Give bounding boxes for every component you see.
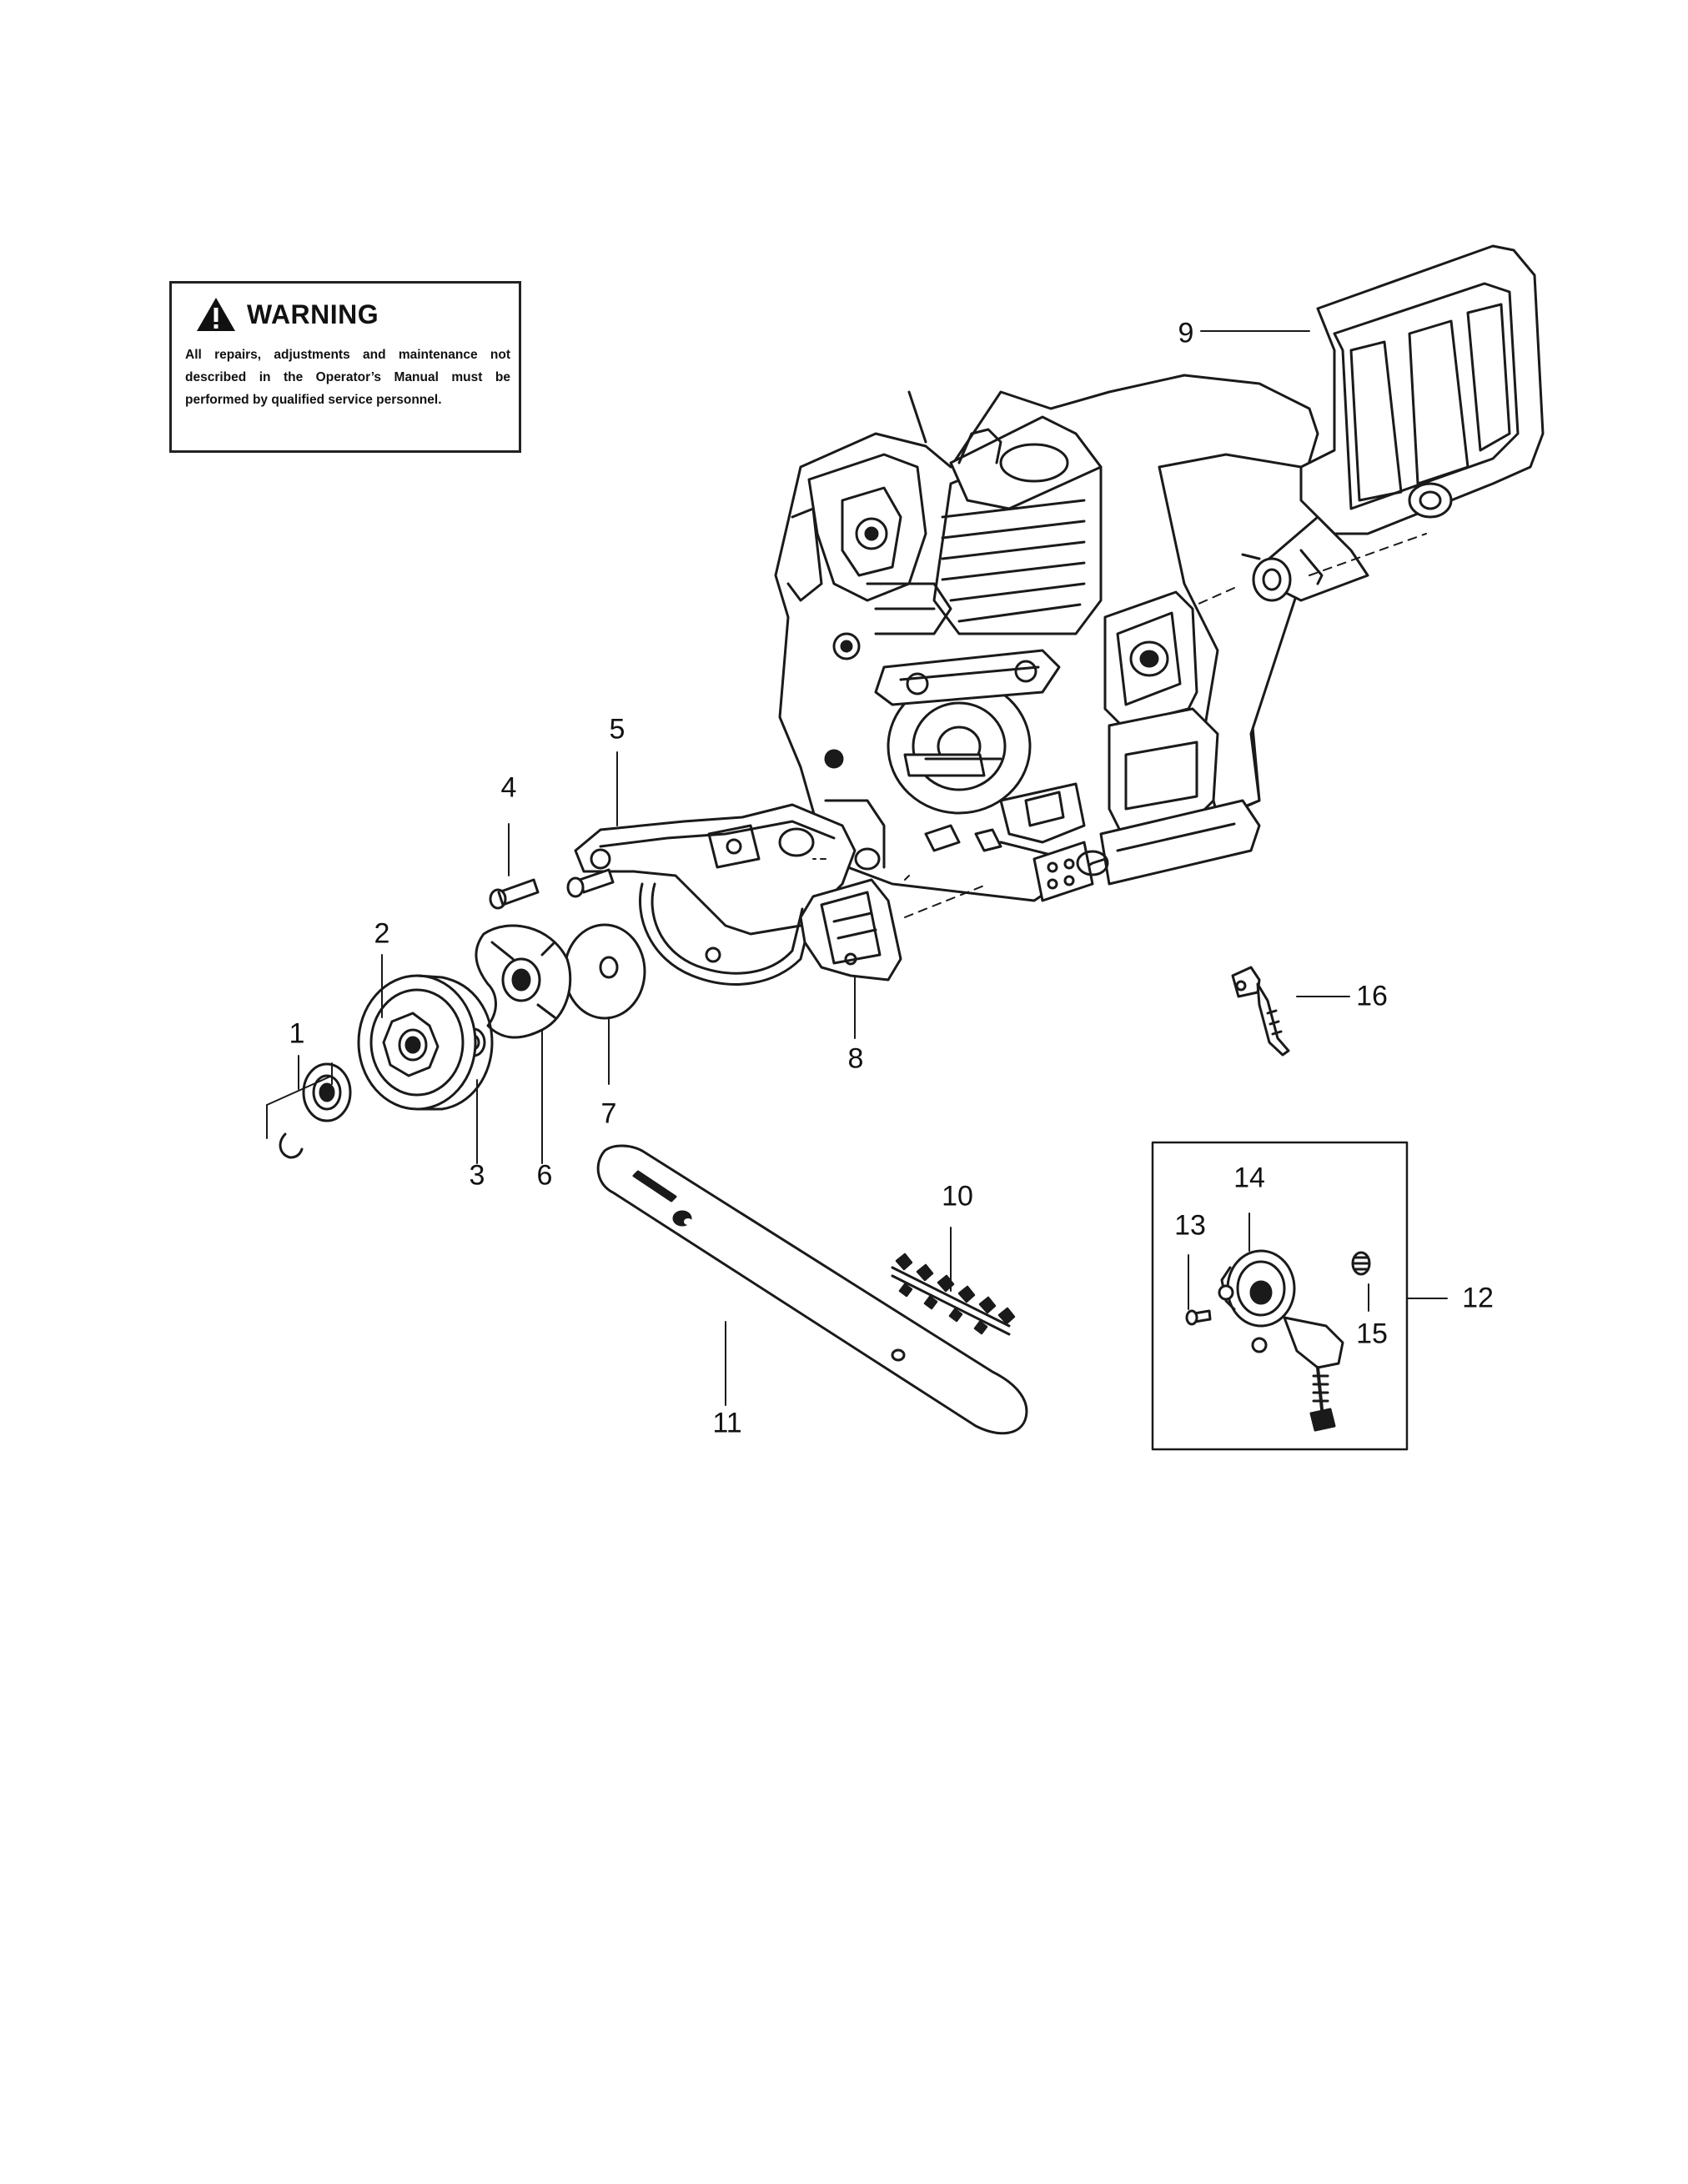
hand-guard [1241, 244, 1545, 602]
oil-pump [1218, 1249, 1344, 1432]
engine-assembly [774, 374, 1324, 902]
clutch-washer [563, 923, 646, 1020]
clutch-cover [574, 803, 857, 986]
callout-13: 13 [1174, 1209, 1206, 1242]
warning-title: WARNING [247, 299, 379, 329]
callout-1: 1 [289, 1017, 305, 1050]
callout-6: 6 [536, 1159, 553, 1192]
callout-16: 16 [1356, 980, 1388, 1012]
warning-header: WARNING [195, 294, 379, 335]
callout-14: 14 [1233, 1162, 1265, 1194]
guide-bar [596, 1144, 1028, 1435]
callout-12: 12 [1462, 1282, 1494, 1314]
callout-3: 3 [469, 1159, 485, 1192]
clutch-cover-bolts [489, 868, 615, 910]
oil-pump-box [1151, 1141, 1409, 1451]
oil-hose-fitting [1231, 966, 1290, 1057]
guide-plate [799, 878, 902, 982]
callout-15: 15 [1356, 1318, 1388, 1350]
clutch-shoe [475, 924, 572, 1039]
saw-chain [891, 1253, 1016, 1336]
callout-10: 10 [942, 1180, 973, 1212]
callout-5: 5 [609, 713, 625, 746]
callout-7: 7 [600, 1097, 617, 1130]
warning-triangle-icon [197, 298, 235, 331]
callout-11: 11 [712, 1407, 742, 1439]
warning-text: All repairs, adjustments and maintenance… [185, 348, 510, 407]
callout-8: 8 [847, 1042, 864, 1075]
callout-4: 4 [500, 771, 517, 804]
warning-label: WARNING All repairs, adjustments and mai… [169, 281, 521, 453]
bearing-and-clip [279, 1062, 352, 1159]
sprocket-drum [357, 974, 494, 1111]
callout-9: 9 [1178, 317, 1194, 349]
callout-2: 2 [374, 917, 390, 950]
oil-pump-screw [1185, 1309, 1212, 1326]
leader-lines [266, 751, 1448, 1406]
oil-pump-spring [1351, 1251, 1371, 1276]
